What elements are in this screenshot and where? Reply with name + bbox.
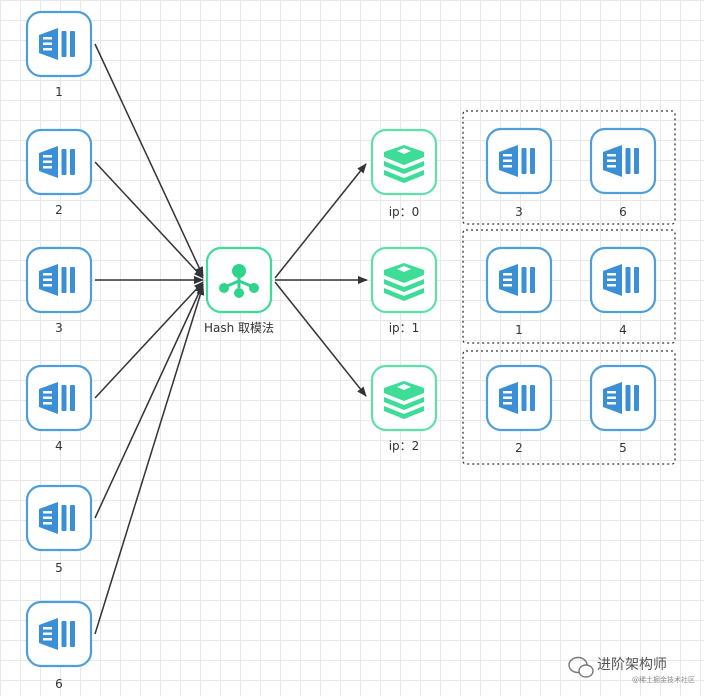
arrow-client-1 <box>94 43 204 277</box>
client-icon <box>485 127 553 195</box>
client-icon <box>25 246 93 314</box>
client-icon <box>25 10 93 78</box>
server-node-0[interactable]: ip：0 <box>370 128 438 219</box>
client-icon <box>25 600 93 668</box>
client-node-4[interactable]: 4 <box>25 364 93 453</box>
server-stack-icon <box>370 128 438 196</box>
client-icon <box>589 364 657 432</box>
client-icon <box>25 128 93 196</box>
assigned-client-label: 5 <box>619 441 627 455</box>
hash-to-server-arrows <box>274 163 368 397</box>
client-to-hash-arrows <box>94 43 205 635</box>
assigned-client-label: 2 <box>515 441 523 455</box>
hash-node[interactable]: Hash 取模法 <box>204 246 274 335</box>
client-label-5: 5 <box>55 561 63 575</box>
client-label-4: 4 <box>55 439 63 453</box>
client-icon <box>25 364 93 432</box>
server-label-2: ip：2 <box>389 439 420 453</box>
assigned-client-label: 6 <box>619 205 627 219</box>
arrow-to-server-0 <box>274 163 367 279</box>
client-icon <box>589 127 657 195</box>
client-label-6: 6 <box>55 677 63 691</box>
dotted-box <box>462 110 676 225</box>
client-node-6[interactable]: 6 <box>25 600 93 691</box>
client-icon <box>485 246 553 314</box>
client-label-2: 2 <box>55 203 63 217</box>
assigned-client-label: 3 <box>515 205 523 219</box>
hash-label: Hash 取模法 <box>204 321 274 335</box>
dotted-box <box>462 229 676 344</box>
server-stack-icon <box>370 246 438 314</box>
client-label-3: 3 <box>55 321 63 335</box>
client-icon <box>589 246 657 314</box>
server-label-0: ip：0 <box>389 205 420 219</box>
server-1-assignment-group: 1 4 <box>462 229 676 344</box>
arrow-client-6 <box>94 285 205 635</box>
client-label-1: 1 <box>55 85 63 99</box>
watermark-text: 进阶架构师 <box>597 657 667 673</box>
network-icon <box>205 246 273 314</box>
arrow-to-server-2 <box>274 281 367 397</box>
server-0-assignment-group: 3 6 <box>462 110 676 225</box>
server-2-assignment-group: 2 5 <box>462 350 676 465</box>
wechat-icon <box>568 656 594 678</box>
server-label-1: ip：1 <box>389 321 420 335</box>
client-icon <box>485 364 553 432</box>
server-node-1[interactable]: ip：1 <box>370 246 438 335</box>
watermark: 进阶架构师 @稀土掘金技术社区 <box>568 656 695 684</box>
client-node-5[interactable]: 5 <box>25 484 93 575</box>
client-icon <box>25 484 93 552</box>
watermark-subtext: @稀土掘金技术社区 <box>632 675 695 684</box>
client-node-3[interactable]: 3 <box>25 246 93 335</box>
assigned-client-label: 1 <box>515 323 523 337</box>
client-node-1[interactable]: 1 <box>25 10 93 99</box>
assigned-client-label: 4 <box>619 323 627 337</box>
server-stack-icon <box>370 364 438 432</box>
arrow-client-4 <box>94 281 204 399</box>
arrow-client-5 <box>94 283 204 519</box>
arrow-client-2 <box>94 161 204 279</box>
dotted-box <box>462 350 676 465</box>
client-node-2[interactable]: 2 <box>25 128 93 217</box>
server-node-2[interactable]: ip：2 <box>370 364 438 453</box>
